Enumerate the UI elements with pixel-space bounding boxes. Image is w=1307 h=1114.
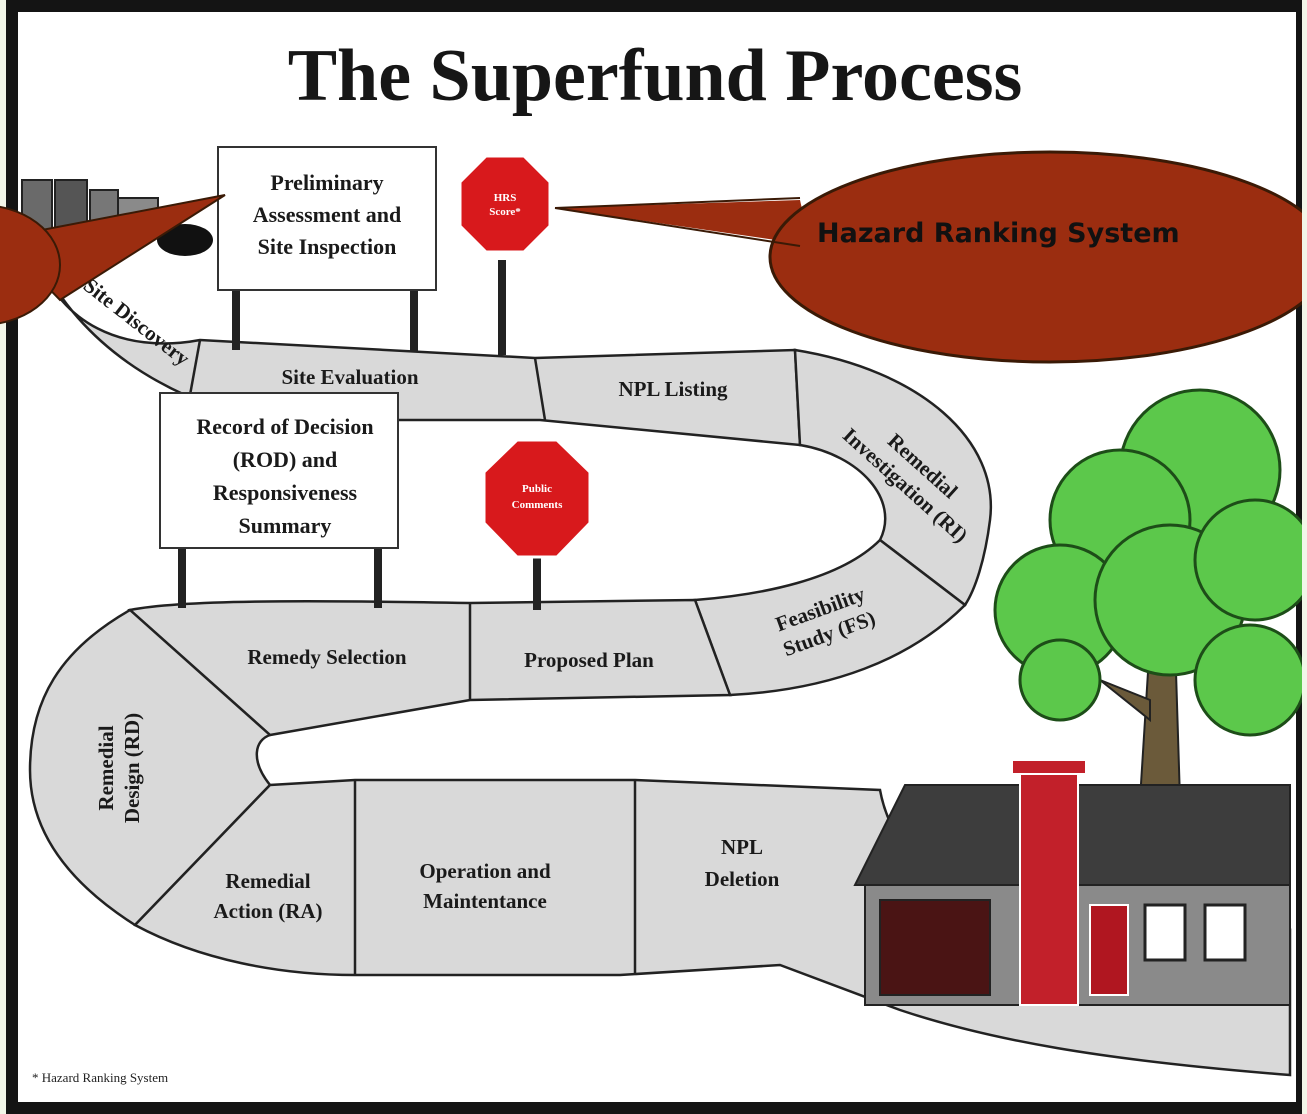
step-ra-line-2: Action (RA): [213, 899, 322, 923]
rod-line-3: Responsiveness: [213, 480, 358, 505]
left-callout: [0, 194, 226, 325]
chimney: [1019, 761, 1079, 1006]
rod-line-2: (ROD) and: [233, 447, 338, 472]
house-icon: [853, 759, 1291, 1006]
step-om-line-1: Operation and: [419, 859, 551, 883]
pa-si-line-1: Preliminary: [270, 170, 383, 195]
rod-line-4: Summary: [239, 513, 332, 538]
tree-icon: [993, 388, 1307, 801]
step-rd-line-1: Remedial: [94, 725, 118, 810]
step-remedy-selection: Remedy Selection: [247, 645, 407, 669]
hrs-callout: Hazard Ranking System: [554, 150, 1307, 364]
sign-rod: Record of Decision (ROD) and Responsiven…: [159, 392, 399, 608]
step-npl-deletion-line-2: Deletion: [705, 867, 780, 891]
step-ra-line-1: Remedial: [225, 869, 310, 893]
step-npl-listing: NPL Listing: [618, 377, 728, 401]
rod-line-1: Record of Decision: [196, 414, 373, 439]
diagram-title: The Superfund Process: [288, 35, 1023, 117]
public-line-1: Public: [522, 483, 552, 495]
step-om-line-2: Maintentance: [423, 889, 547, 913]
sign-pa-si: Preliminary Assessment and Site Inspecti…: [217, 146, 437, 352]
step-site-evaluation: Site Evaluation: [281, 365, 418, 389]
hrs-stop-sign: HRS Score*: [458, 154, 552, 355]
hrs-line-2: Score*: [489, 206, 521, 218]
pa-si-line-2: Assessment and: [253, 202, 402, 227]
footnote: * Hazard Ranking System: [32, 1070, 168, 1085]
public-comments-stop-sign: Public Comments: [482, 438, 592, 610]
public-line-2: Comments: [512, 499, 563, 511]
callout-text: Hazard Ranking System: [817, 218, 1180, 249]
step-proposed-plan: Proposed Plan: [524, 648, 654, 672]
step-rd-line-2: Design (RD): [120, 713, 144, 823]
hrs-line-1: HRS: [494, 192, 517, 204]
pa-si-line-3: Site Inspection: [258, 234, 397, 259]
step-npl-deletion-line-1: NPL: [721, 835, 763, 859]
